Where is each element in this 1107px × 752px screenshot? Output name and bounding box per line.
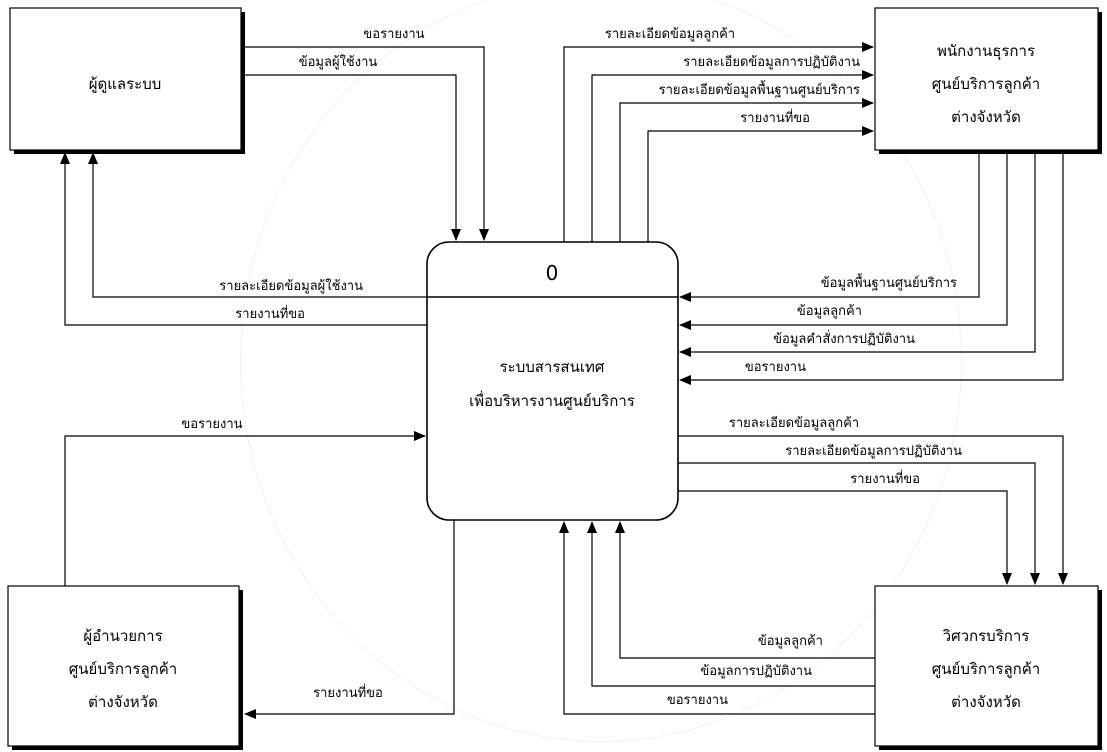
entity-director-line2: ศูนย์บริการลูกค้า (69, 660, 177, 678)
flow-label-admin-user-data: ข้อมูลผู้ใช้งาน (299, 54, 378, 70)
flow-label-staff-requested-report: รายงานที่ขอ (740, 109, 810, 126)
process-title-line2: เพื่อบริหารงานศูนย์บริการ (469, 390, 635, 410)
flow-line-staff-customer-data (679, 150, 1008, 330)
flow-label-eng-customer-details: รายละเอียดข้อมูลลูกค้า (729, 415, 859, 431)
flow-label-admin-request-report: ขอรายงาน (363, 27, 424, 42)
flow-line-eng-customer-data (615, 521, 875, 659)
flow-label-staff-work-details: รายละเอียดข้อมูลการปฏิบัติงาน (683, 54, 860, 70)
entity-staff-line2: ศูนย์บริการลูกค้า (932, 75, 1040, 93)
entity-director-line3: ต่างจังหวัด (88, 693, 158, 711)
entity-engineer: วิศวกรบริการ ศูนย์บริการลูกค้า ต่างจังหว… (874, 585, 1102, 750)
entity-engineer-line1: วิศวกรบริการ (942, 627, 1029, 645)
entity-staff: พนักงานธุรการ ศูนย์บริการลูกค้า ต่างจังห… (874, 7, 1102, 154)
flow-line-admin-user-details (88, 152, 427, 298)
flow-label-admin-user-details: รายละเอียดข้อมูลผู้ใช้งาน (219, 278, 363, 294)
entity-admin-label: ผู้ดูแลระบบ (89, 75, 162, 93)
entity-admin: ผู้ดูแลระบบ (9, 7, 245, 154)
flow-line-staff-work-details (591, 70, 874, 242)
entity-staff-line1: พนักงานธุรการ (937, 42, 1035, 61)
process-number: 0 (546, 261, 559, 285)
flow-label-staff-work-order: ข้อมูลคำสั่งการปฏิบัติงาน (773, 330, 915, 347)
flow-line-staff-work-order (679, 150, 1036, 357)
flow-line-admin-requested-report (60, 152, 427, 326)
flow-line-admin-request-report (241, 46, 489, 241)
flow-line-staff-request-report (679, 150, 1064, 385)
flow-label-eng-work-details: รายละเอียดข้อมูลการปฏิบัติงาน (785, 443, 962, 459)
flow-label-staff-customer-data: ข้อมูลลูกค้า (797, 304, 862, 319)
flow-line-director-request-report (64, 431, 426, 586)
flow-line-staff-center-details (619, 98, 874, 242)
flow-labels: ขอรายงาน ข้อมูลผู้ใช้งาน รายละเอียดข้อมู… (181, 26, 962, 708)
process-title-line1: ระบบสารสนเทศ (500, 358, 605, 376)
flow-line-eng-work-data (587, 521, 875, 687)
flow-line-eng-customer-details (678, 435, 1068, 585)
flow-label-eng-requested-report: รายงานที่ขอ (850, 470, 920, 487)
flow-line-staff-requested-report (647, 126, 874, 242)
flow-label-director-requested-report: รายงานที่ขอ (313, 684, 383, 701)
flow-line-director-requested-report (244, 520, 455, 719)
flow-line-eng-request-report (559, 521, 875, 715)
entity-director: ผู้อำนวยการ ศูนย์บริการลูกค้า ต่างจังหวั… (7, 585, 243, 750)
flow-label-eng-request-report: ขอรายงาน (667, 693, 728, 708)
flow-label-staff-center-data: ข้อมูลพื้นฐานศูนย์บริการ (821, 273, 957, 291)
flow-lines (60, 42, 1068, 719)
flow-label-staff-center-details: รายละเอียดข้อมูลพื้นฐานศูนย์บริการ (659, 80, 860, 98)
flow-line-eng-work-details (678, 462, 1040, 585)
flow-line-eng-requested-report (678, 490, 1012, 585)
flow-label-admin-requested-report: รายงานที่ขอ (235, 305, 305, 322)
entity-staff-line3: ต่างจังหวัด (951, 108, 1021, 126)
process-0: 0 ระบบสารสนเทศ เพื่อบริหารงานศูนย์บริการ (426, 241, 679, 521)
flow-label-staff-request-report: ขอรายงาน (745, 360, 806, 375)
flow-label-eng-customer-data: ข้อมูลลูกค้า (758, 634, 823, 649)
flow-line-staff-center-data (679, 150, 980, 302)
background-watermark (240, 0, 962, 742)
flow-label-staff-customer-details: รายละเอียดข้อมูลลูกค้า (605, 26, 735, 42)
flow-label-eng-work-data: ข้อมูลการปฏิบัติงาน (700, 664, 812, 679)
flow-label-director-request-report: ขอรายงาน (181, 417, 242, 432)
flow-line-staff-customer-details (563, 42, 874, 242)
entity-engineer-line2: ศูนย์บริการลูกค้า (932, 660, 1040, 678)
entity-director-line1: ผู้อำนวยการ (83, 627, 162, 645)
entity-engineer-line3: ต่างจังหวัด (951, 693, 1021, 711)
flow-line-admin-user-data (241, 74, 461, 241)
